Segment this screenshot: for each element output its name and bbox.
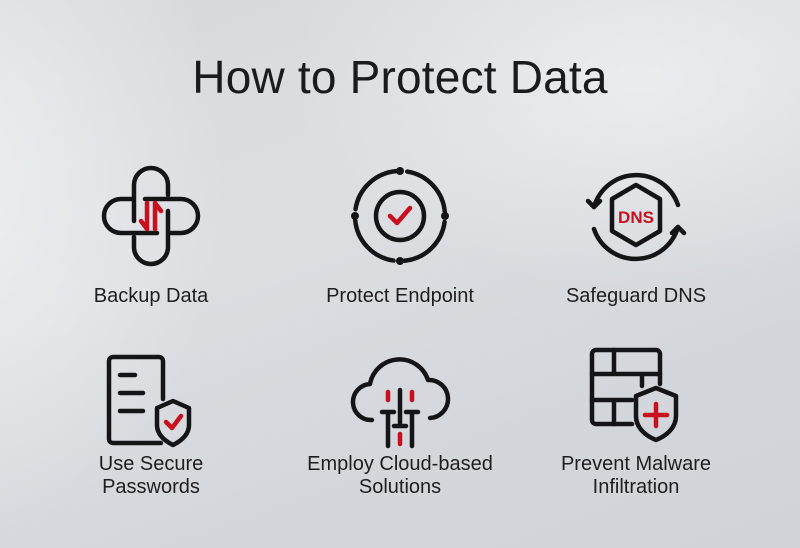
page-title: How to Protect Data [192,51,608,103]
tip-label-line2: Solutions [358,476,442,498]
tip-backup-data: Backup Data [31,165,271,315]
tip-cloud-solutions: Employ Cloud-based Solutions [280,352,520,502]
tip-label-line1: Prevent Malware [560,453,712,475]
tip-label-line1: Use Secure [98,453,204,475]
tip-protect-endpoint: Protect Endpoint [280,165,520,315]
firewall-shield-plus-icon [588,347,684,444]
tip-label: Backup Data [93,285,209,307]
endpoint-target-check-icon [350,165,450,267]
dns-text: DNS [618,208,654,227]
tip-label-line2: Infiltration [592,476,680,498]
backup-cloud-arrows-icon [101,165,201,267]
tip-safeguard-dns: DNS Safeguard DNS [516,165,756,315]
document-shield-check-icon [103,354,199,448]
tip-label: Safeguard DNS [565,285,707,307]
cloud-sliders-icon [350,352,451,449]
tip-prevent-malware: Prevent Malware Infiltration [516,347,756,503]
dns-hexagon-refresh-icon: DNS [584,165,688,269]
tip-label-line2: Passwords [102,476,200,498]
tip-secure-passwords: Use Secure Passwords [31,354,271,505]
tip-label-line1: Employ Cloud-based [307,453,493,475]
tip-label: Protect Endpoint [326,285,474,307]
